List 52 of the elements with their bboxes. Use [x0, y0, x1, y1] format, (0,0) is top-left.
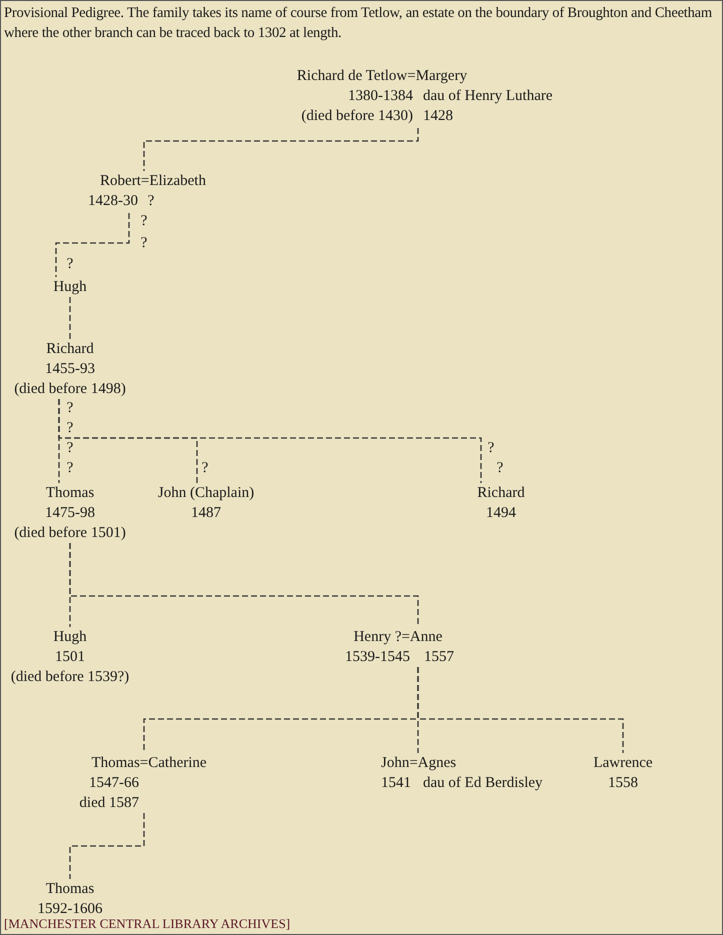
- person-detail: (died before 1498): [14, 380, 126, 399]
- uncertain-mark: ?: [66, 419, 74, 438]
- person-name: Thomas: [46, 880, 94, 899]
- person-detail: 1541: [381, 774, 411, 793]
- person-detail: 1501: [55, 648, 85, 667]
- person-name: Thomas: [46, 484, 94, 503]
- person-detail: 1487: [191, 504, 221, 523]
- person-detail: 1428: [423, 107, 453, 126]
- person-detail: (died before 1539?): [10, 668, 130, 687]
- person-name: Hugh: [53, 278, 87, 297]
- person-detail: 1547-66: [89, 774, 139, 793]
- uncertain-mark: ?: [66, 399, 74, 418]
- descent-line: [58, 399, 482, 483]
- person-detail: 1380-1384: [348, 87, 413, 106]
- person-name: Richard de Tetlow=Margery: [296, 67, 468, 86]
- person-detail: 1558: [608, 774, 638, 793]
- person-detail: dau of Ed Berdisley: [423, 774, 543, 793]
- uncertain-mark: ?: [488, 439, 494, 458]
- person-name: John=Agnes: [381, 754, 456, 773]
- person-detail: dau of Henry Luthare: [423, 87, 553, 106]
- descent-line: [55, 213, 130, 277]
- uncertain-mark: ?: [148, 192, 154, 211]
- person-name: Thomas=Catherine: [91, 754, 207, 773]
- person-detail: 1455-93: [45, 360, 95, 379]
- person-detail: 1494: [486, 504, 516, 523]
- person-detail: 1475-98: [45, 504, 95, 523]
- descent-line: [69, 297, 71, 339]
- descent-line: [69, 543, 419, 627]
- person-name: Lawrence: [593, 754, 653, 773]
- uncertain-mark: ?: [140, 212, 148, 231]
- uncertain-mark: ?: [496, 459, 504, 478]
- person-name: Hugh: [53, 628, 87, 647]
- uncertain-mark: ?: [66, 459, 74, 478]
- person-detail: died 1587: [79, 794, 139, 813]
- person-detail: 1557: [424, 648, 454, 667]
- uncertain-mark: ?: [202, 459, 208, 478]
- descent-line: [143, 128, 419, 171]
- uncertain-mark: ?: [66, 439, 74, 458]
- uncertain-mark: ?: [66, 255, 74, 274]
- person-name: Richard: [477, 484, 525, 503]
- person-name: Richard: [46, 340, 94, 359]
- title-paragraph: Provisional Pedigree. The family takes its name of course from Tetlow, an estate on the boundary of Broughton and Cheetham where the other branch can be traced back to 1302 at length.: [4, 4, 713, 43]
- person-name: Robert=Elizabeth: [100, 172, 206, 191]
- person-name: John (Chaplain): [158, 484, 254, 503]
- descent-line: [417, 667, 624, 753]
- descent-line: [69, 813, 145, 879]
- person-detail: 1539-1545: [345, 648, 410, 667]
- person-detail: 1428-30: [88, 192, 138, 211]
- person-detail: (died before 1430): [301, 107, 413, 126]
- uncertain-mark: ?: [140, 234, 148, 253]
- person-detail: (died before 1501): [14, 524, 126, 543]
- person-name: Henry ?=Anne: [354, 628, 442, 647]
